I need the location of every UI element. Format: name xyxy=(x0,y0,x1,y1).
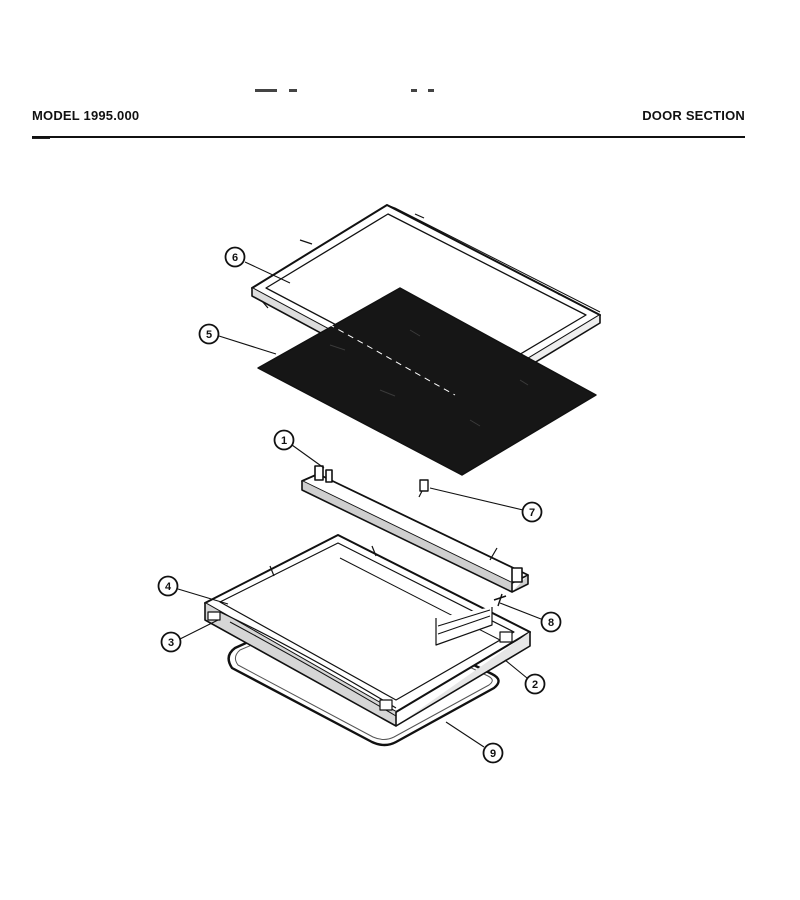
header-tick xyxy=(32,138,50,139)
callout-5: 5 xyxy=(198,323,220,345)
callout-4: 4 xyxy=(157,575,179,597)
page-header: MODEL 1995.000 DOOR SECTION xyxy=(32,106,745,138)
scan-artifact xyxy=(255,89,277,92)
callout-7-label: 7 xyxy=(529,507,535,519)
callout-4-label: 4 xyxy=(165,581,172,593)
callout-6-label: 6 xyxy=(232,252,238,264)
scan-artifact xyxy=(289,89,297,92)
callout-2: 2 xyxy=(524,673,546,695)
part-clip xyxy=(418,479,429,498)
callout-1: 1 xyxy=(273,429,295,451)
part-door-handle xyxy=(301,465,529,593)
part-fastener xyxy=(493,593,507,607)
callout-5-label: 5 xyxy=(206,329,212,341)
callout-7: 7 xyxy=(521,501,543,523)
callout-3-label: 3 xyxy=(168,637,174,649)
section-title: DOOR SECTION xyxy=(642,108,745,123)
callout-9: 9 xyxy=(482,742,504,764)
callout-6: 6 xyxy=(224,246,246,268)
callout-8-label: 8 xyxy=(548,617,554,629)
part-inner-door-liner xyxy=(204,534,531,727)
leader-lines xyxy=(177,261,542,748)
model-number: MODEL 1995.000 xyxy=(32,108,140,123)
scan-artifact xyxy=(428,89,434,92)
callout-8: 8 xyxy=(540,611,562,633)
callout-2-label: 2 xyxy=(532,679,538,691)
callout-1-label: 1 xyxy=(281,435,287,447)
scan-artifact xyxy=(411,89,417,92)
callout-3: 3 xyxy=(160,631,182,653)
callout-9-label: 9 xyxy=(490,748,496,760)
part-glass-panel xyxy=(257,287,597,476)
